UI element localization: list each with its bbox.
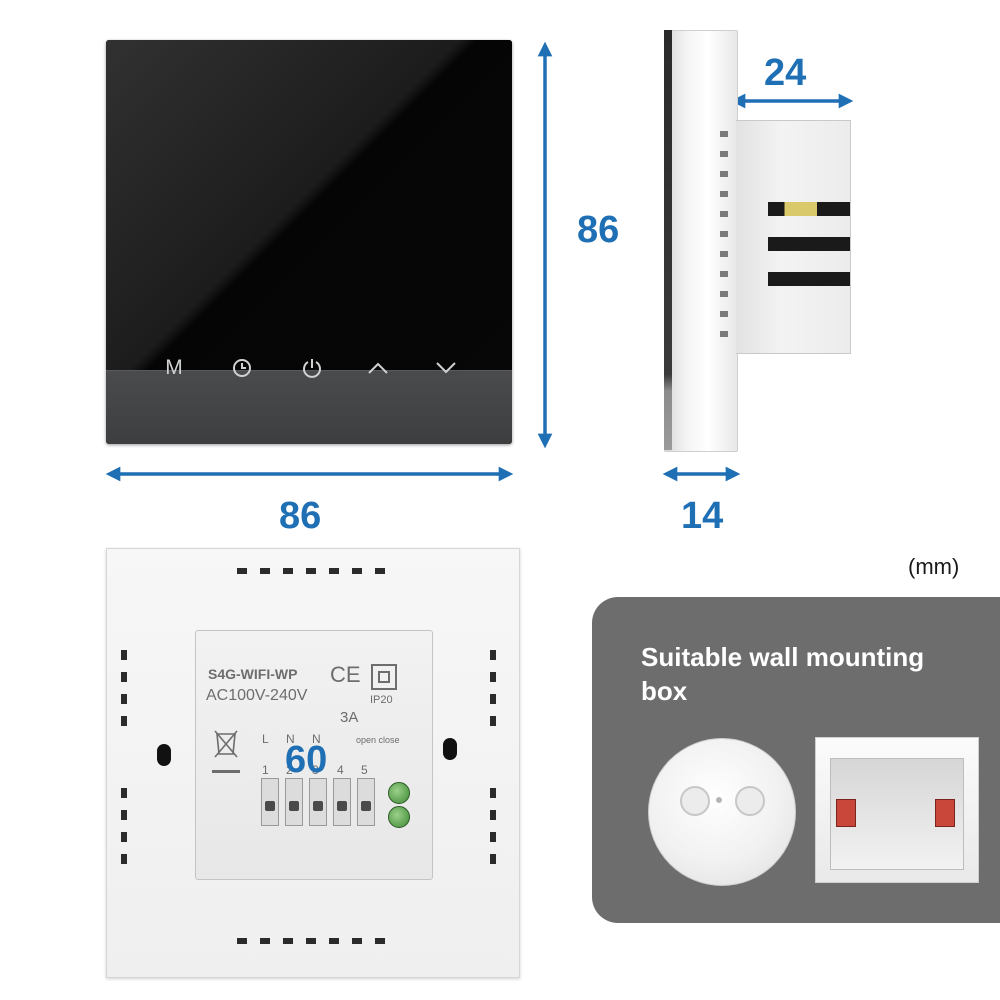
side-notch [720, 131, 728, 137]
side-notch [720, 211, 728, 217]
side-vent [768, 202, 850, 216]
up-button[interactable] [358, 352, 398, 384]
terminal-number: 3 [312, 763, 319, 777]
center-hole [716, 797, 722, 803]
vent-slot [490, 810, 496, 820]
vent-slot [490, 694, 496, 704]
vent-slot [121, 832, 127, 842]
mounting-hole-left [157, 744, 171, 766]
current-label: 3A [340, 709, 359, 726]
wire-terminal [285, 778, 303, 826]
vent-slot [490, 832, 496, 842]
screw-lug [935, 799, 955, 827]
terminal-letter: L [262, 732, 269, 746]
weee-bar [212, 770, 240, 773]
side-vent [768, 272, 850, 286]
side-view-glass-edge [664, 30, 672, 450]
vent-slot [352, 938, 362, 944]
vent-slot [490, 854, 496, 864]
vent-slot [121, 650, 127, 660]
wire-terminal [333, 778, 351, 826]
clock-button[interactable] [222, 352, 262, 384]
vent-slot [121, 694, 127, 704]
voltage-label: AC100V-240V [206, 687, 308, 704]
terminal-letter: N [312, 732, 321, 746]
ground-screw [388, 806, 410, 828]
side-view-plate [664, 30, 738, 452]
vent-slot [121, 788, 127, 798]
power-button[interactable] [292, 352, 332, 384]
vent-slot [352, 568, 362, 574]
thickness-label: 14 [681, 495, 724, 537]
side-notch [720, 271, 728, 277]
front-width-label: 86 [279, 495, 322, 537]
mode-label: M [165, 356, 183, 379]
vent-slot [490, 716, 496, 726]
ip-rating-label: IP20 [370, 694, 393, 706]
side-notch [720, 231, 728, 237]
wire-terminal [261, 778, 279, 826]
knockout-hole [680, 786, 710, 816]
vent-slot [121, 672, 127, 682]
thermostat-front-panel [106, 40, 512, 444]
vent-slot [237, 938, 247, 944]
side-notch [720, 331, 728, 337]
vent-slot [306, 568, 316, 574]
vent-slot [490, 672, 496, 682]
mounting-hole-right [443, 738, 457, 760]
vent-slot [329, 938, 339, 944]
mode-button[interactable]: M [154, 352, 194, 384]
vent-slot [283, 938, 293, 944]
terminal-number: 5 [361, 763, 368, 777]
vent-slot [121, 716, 127, 726]
side-notch [720, 171, 728, 177]
vent-slot [306, 938, 316, 944]
unit-label: (mm) [908, 554, 960, 579]
back-housing [195, 630, 433, 880]
vent-slot [237, 568, 247, 574]
vent-slot [283, 568, 293, 574]
chevron-up-icon [368, 362, 388, 374]
weee-bin-icon [212, 728, 240, 760]
vent-slot [260, 938, 270, 944]
mount-spacing-label: 60 [285, 739, 328, 781]
side-notch [720, 191, 728, 197]
terminal-number: 4 [337, 763, 344, 777]
wire-terminal [309, 778, 327, 826]
vent-slot [490, 650, 496, 660]
card-title: Suitable wall mounting box [641, 642, 925, 706]
down-button[interactable] [426, 352, 466, 384]
ce-mark: CE [330, 662, 361, 687]
vent-slot [121, 854, 127, 864]
side-notch [720, 251, 728, 257]
side-vent [768, 237, 850, 251]
button-bar [106, 370, 512, 444]
side-notch [720, 151, 728, 157]
depth-label: 24 [764, 52, 807, 94]
side-notch [720, 311, 728, 317]
round-wall-box [648, 738, 796, 886]
chevron-down-icon [436, 362, 456, 374]
knockout-hole [735, 786, 765, 816]
front-height-label: 86 [577, 209, 620, 251]
ground-screw [388, 782, 410, 804]
wire-terminal [357, 778, 375, 826]
vent-slot [260, 568, 270, 574]
side-notch [720, 291, 728, 297]
terminal-number: 2 [286, 763, 293, 777]
valve-note: open close [356, 735, 400, 745]
model-label: S4G-WIFI-WP [208, 666, 298, 682]
terminal-letter: N [286, 732, 295, 746]
vent-slot [490, 788, 496, 798]
terminal-number: 1 [262, 763, 269, 777]
double-insulation-icon [371, 664, 397, 690]
glass-display [106, 40, 512, 370]
power-icon [303, 359, 321, 378]
vent-slot [375, 568, 385, 574]
vent-slot [121, 810, 127, 820]
vent-slot [329, 568, 339, 574]
clock-icon [233, 359, 251, 377]
screw-lug [836, 799, 856, 827]
vent-slot [375, 938, 385, 944]
